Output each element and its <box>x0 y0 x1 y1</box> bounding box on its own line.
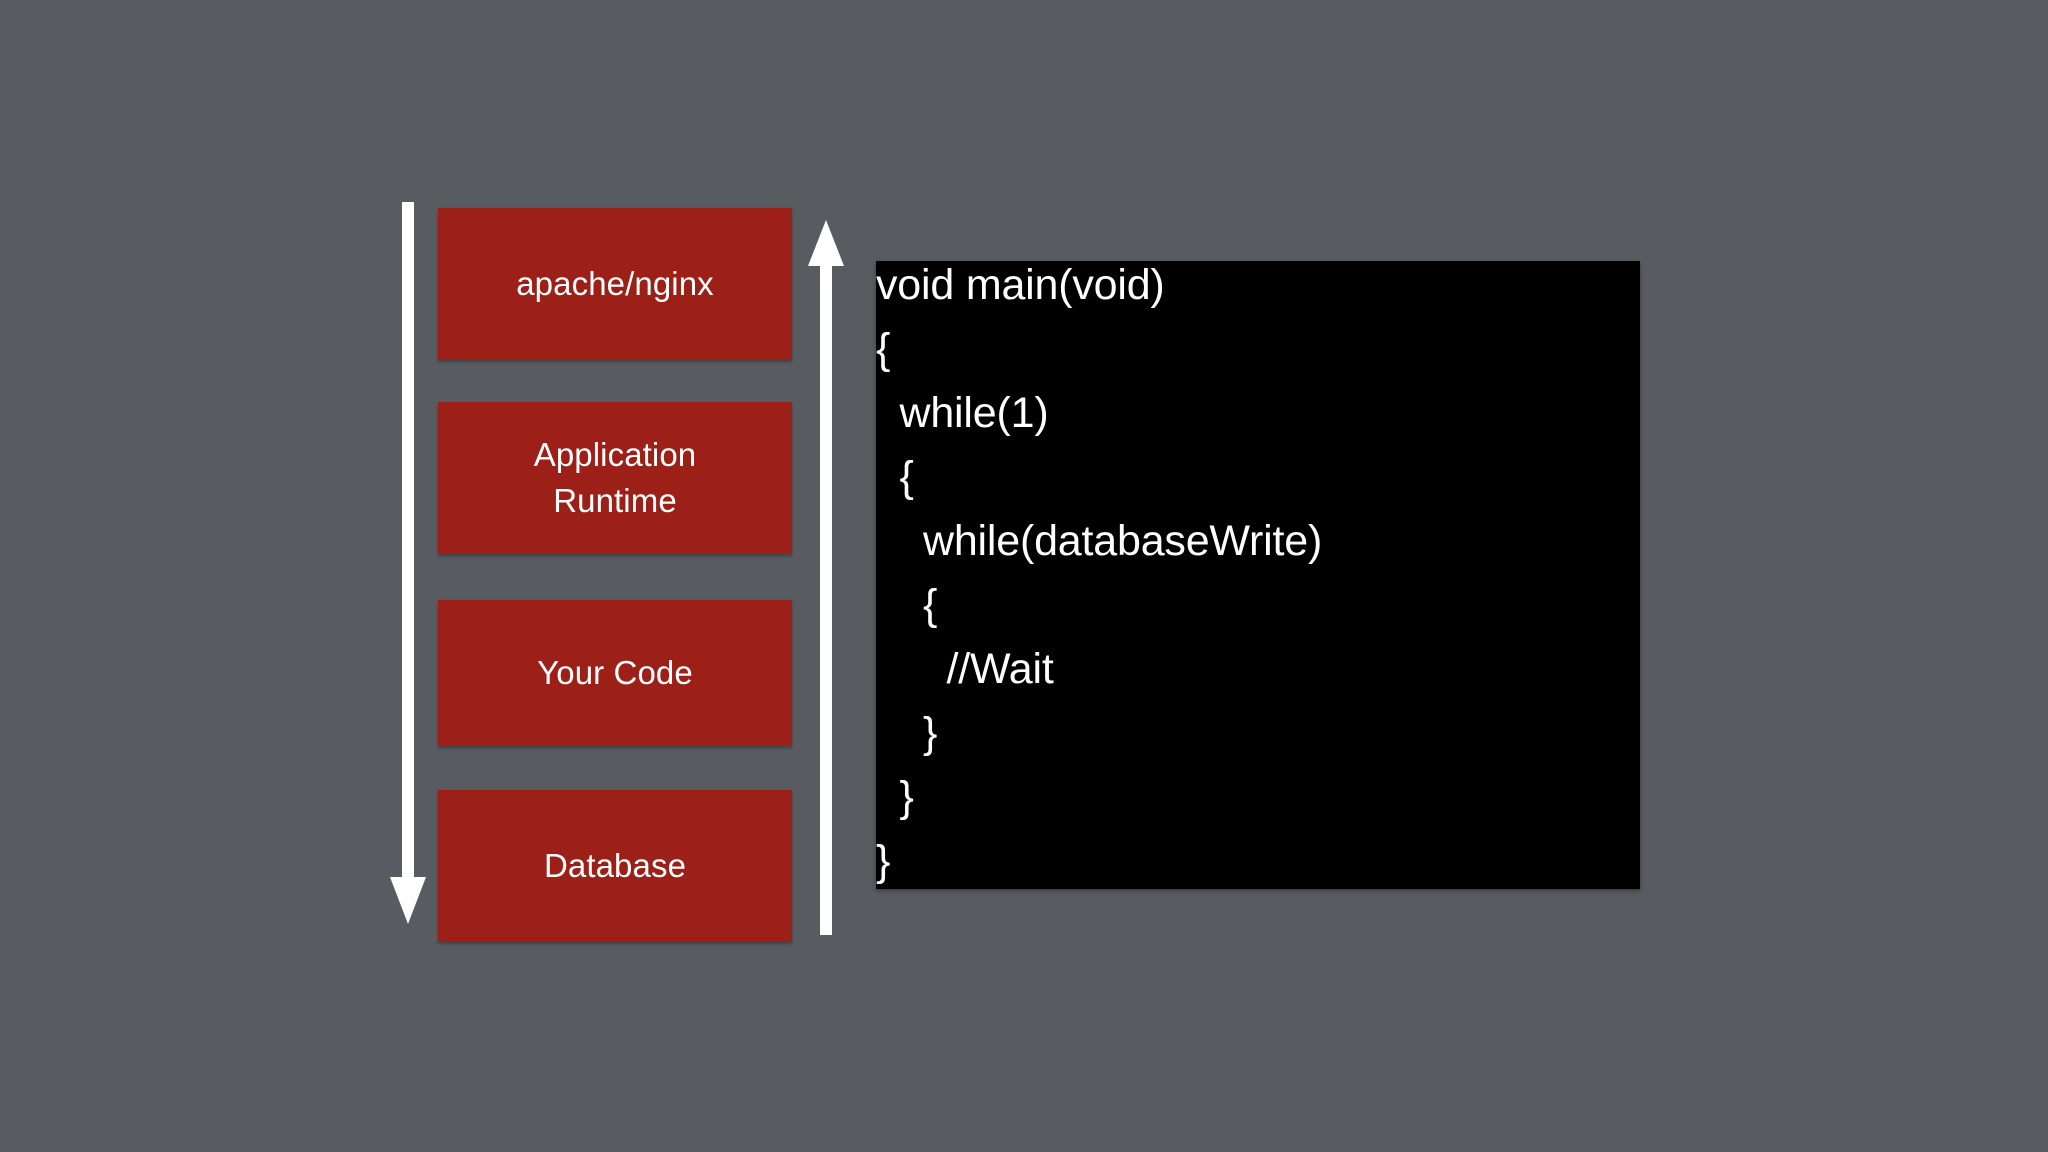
layer-box-label: Application Runtime <box>533 436 697 519</box>
layer-box-label: Database <box>543 847 687 884</box>
layer-stack: apache/nginx Application Runtime Your Co… <box>438 208 792 942</box>
layer-box-your-code[interactable]: Your Code <box>438 600 792 746</box>
arrow-up-icon <box>806 218 846 958</box>
layer-box-application-runtime[interactable]: Application Runtime <box>438 402 792 554</box>
layer-box-database[interactable]: Database <box>438 790 792 942</box>
layer-box-apache-nginx[interactable]: apache/nginx <box>438 208 792 360</box>
arrow-down-icon <box>388 202 428 942</box>
code-snippet: void main(void) { while(1) { while(datab… <box>876 261 1323 885</box>
layer-box-label: Your Code <box>537 654 693 691</box>
layer-box-label: apache/nginx <box>516 265 714 302</box>
code-panel: void main(void) { while(1) { while(datab… <box>876 261 1640 889</box>
